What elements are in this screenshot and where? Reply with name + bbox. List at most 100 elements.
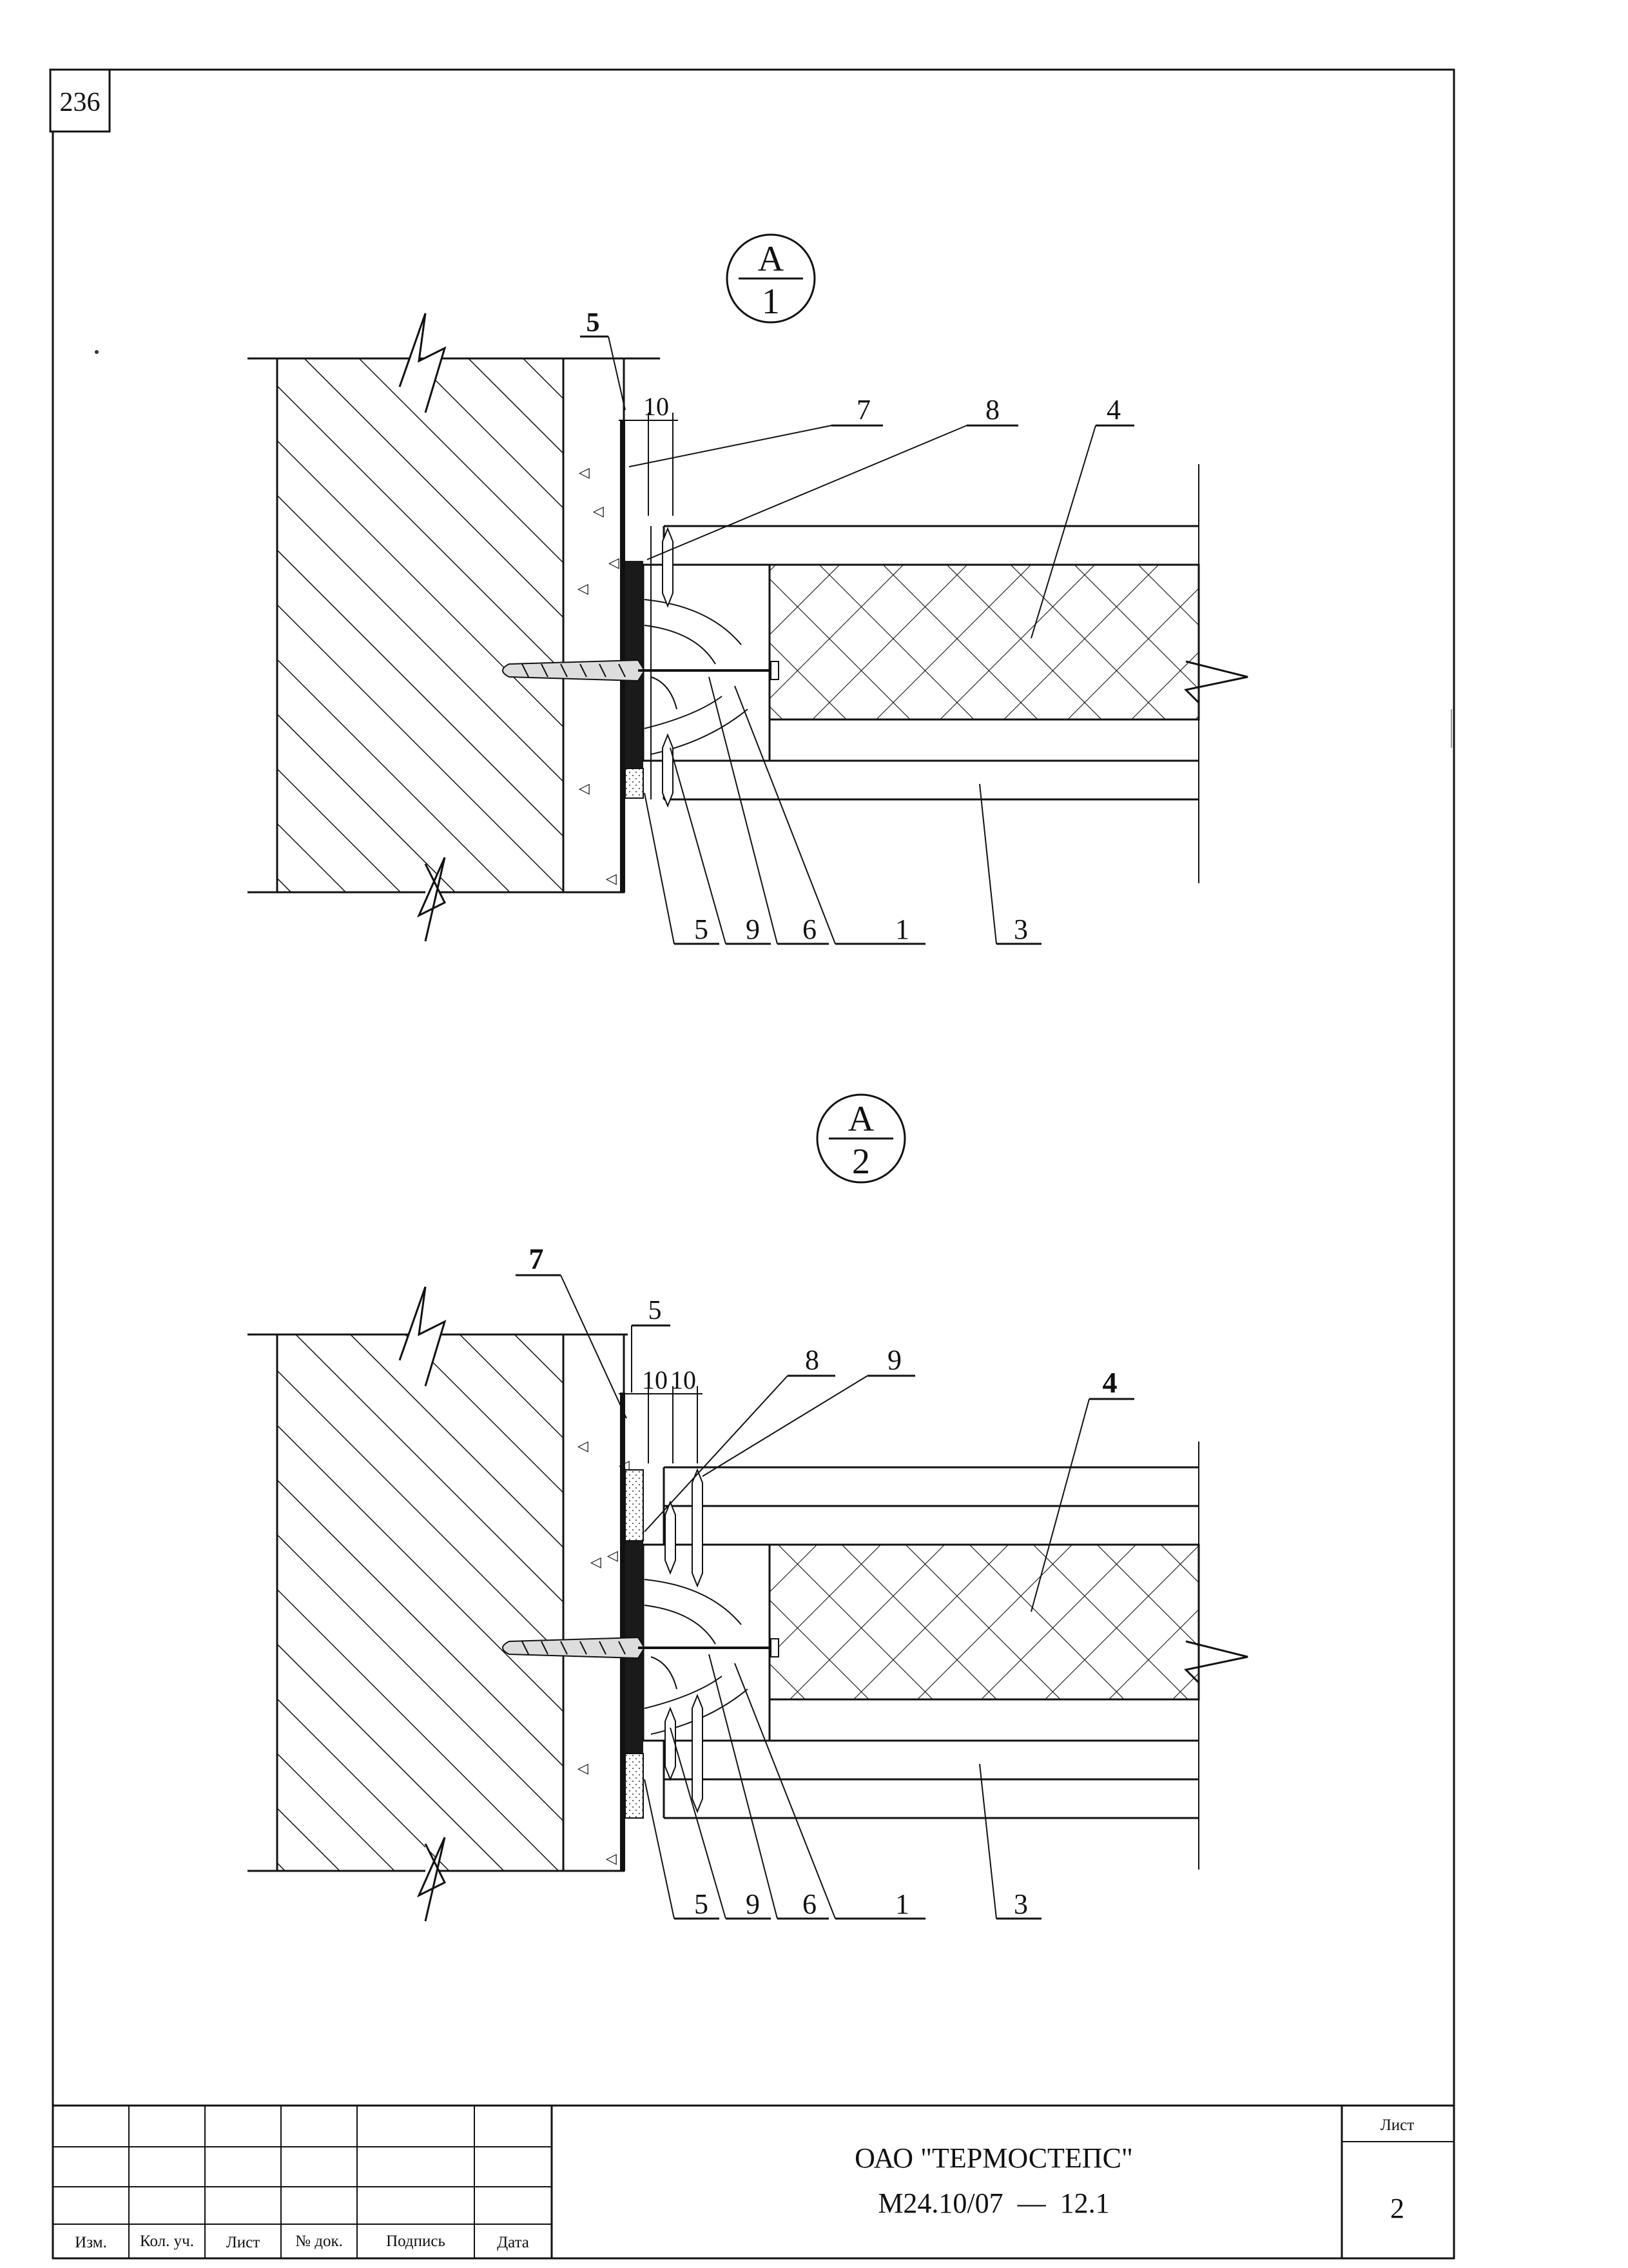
rev-header: Изм. xyxy=(75,2234,107,2251)
detail-marker-bottom: 1 xyxy=(762,282,780,322)
callout-label: 6 xyxy=(802,1888,817,1920)
callout-leader xyxy=(708,676,778,944)
detail-marker-bottom: 2 xyxy=(852,1142,870,1182)
callout-leader xyxy=(702,1375,868,1477)
anchor-head xyxy=(770,661,779,680)
aggregate-mark: ◁ xyxy=(577,580,588,596)
mineral-wool-strip xyxy=(625,768,644,799)
callout-leader xyxy=(1031,425,1096,639)
nail xyxy=(692,1468,703,1588)
detail-marker-a2 xyxy=(816,1093,906,1184)
detail-marker-top: A xyxy=(848,1099,875,1139)
scan-speck xyxy=(95,350,99,354)
wall-masonry xyxy=(276,1333,565,1872)
title-block-frame xyxy=(52,2104,1455,2260)
callout-label: 8 xyxy=(985,394,1000,425)
wall-masonry xyxy=(276,357,565,894)
aggregate-mark: ◁ xyxy=(577,1760,588,1776)
timber-grain xyxy=(644,599,742,710)
break-line-top xyxy=(398,313,447,413)
rev-header: Дата xyxy=(497,2234,529,2251)
callout-leader xyxy=(644,1779,675,1919)
dowel-anchor-ribs xyxy=(521,663,626,678)
callout-label: 5 xyxy=(586,308,600,338)
callout-label: 7 xyxy=(857,394,871,425)
callout-leader xyxy=(560,1275,627,1419)
sheet-number-box xyxy=(49,68,111,133)
callout-label: 1 xyxy=(895,914,909,945)
rev-header: № док. xyxy=(295,2233,343,2250)
callout-label: 9 xyxy=(746,1888,760,1920)
callout-row-bottom-a2: 5 9 6 1 3 xyxy=(644,1654,1042,1920)
callout-leader xyxy=(646,425,967,560)
rev-header: Подпись xyxy=(386,2233,445,2250)
callout-leader xyxy=(979,1763,997,1919)
membrane-layer xyxy=(620,420,625,892)
aggregate-mark: ◁ xyxy=(579,464,590,480)
detail-marker-top: A xyxy=(758,239,784,279)
break-line-bottom xyxy=(416,1837,447,1922)
callout-label: 9 xyxy=(887,1344,902,1376)
callout-label: 4 xyxy=(1107,394,1121,425)
timber-block xyxy=(642,563,771,762)
callout-leader xyxy=(708,1654,778,1919)
dowel-anchor-ribs xyxy=(521,1641,626,1655)
nail xyxy=(664,1706,676,1781)
callout-label: 3 xyxy=(1014,914,1028,945)
dowel-anchor xyxy=(502,659,646,682)
callout-leader xyxy=(628,425,832,467)
dimension-value: 10 xyxy=(642,1365,668,1394)
callout-label: 4 xyxy=(1103,1366,1118,1399)
panel-break-mark xyxy=(1183,1640,1248,1684)
callout-leader xyxy=(644,1375,788,1532)
callout-label: 3 xyxy=(1014,1888,1028,1920)
callout-label: 6 xyxy=(802,914,817,945)
callout-leader xyxy=(734,685,836,944)
aggregate-mark: ◁ xyxy=(606,1850,617,1866)
document-code: М24.10/07 — 12.1 xyxy=(878,2187,1109,2219)
callout-label: 5 xyxy=(694,914,708,945)
aggregate-mark: ◁ xyxy=(608,554,619,571)
callout-leader xyxy=(644,792,675,944)
aggregate-mark: ◁ xyxy=(606,870,617,886)
sheet-value: 2 xyxy=(1390,2193,1404,2224)
timber-block xyxy=(642,1543,771,1742)
break-line-top xyxy=(398,1286,447,1387)
callout-row-bottom-a1: 5 9 6 1 3 xyxy=(644,676,1042,945)
callout-leader xyxy=(670,1727,726,1919)
rev-header: Кол. уч. xyxy=(140,2233,194,2250)
callout-label: 1 xyxy=(895,1888,909,1920)
mineral-wool-strip xyxy=(625,1469,644,1541)
rev-header: Лист xyxy=(226,2234,260,2251)
callout-leader xyxy=(608,336,626,411)
callout-label: 7 xyxy=(529,1242,544,1275)
insulation-core xyxy=(768,563,1200,721)
aggregate-mark: ◁ xyxy=(607,1547,618,1563)
panel-break-mark xyxy=(1183,660,1248,704)
aggregate-mark: ◁ xyxy=(577,1438,588,1454)
callout-label: 5 xyxy=(648,1296,662,1325)
callout-leader xyxy=(734,1663,836,1919)
title-block: Изм. Кол. уч. Лист № док. Подпись Дата О… xyxy=(52,2104,1455,2260)
callout-leader xyxy=(670,747,726,944)
aggregate-mark: ◁ xyxy=(593,503,604,519)
aggregate-mark: ◁ xyxy=(579,780,590,796)
nail xyxy=(662,733,673,808)
plaster-layer xyxy=(562,1333,625,1872)
nail xyxy=(662,527,673,608)
callout-label: 5 xyxy=(694,1888,708,1920)
detail-a1: A 1 ◁ ◁ ◁ ◁ ◁ ◁ xyxy=(247,233,1248,945)
detail-marker-a1 xyxy=(726,233,816,324)
callout-label: 8 xyxy=(805,1344,819,1376)
dimension-value: 10 xyxy=(670,1365,696,1394)
dowel-anchor xyxy=(502,1636,646,1659)
insulation-core xyxy=(768,1543,1200,1701)
detail-a2: A 2 ◁ ◁ ◁ ◁ ◁ ◁ xyxy=(247,1093,1248,1922)
anchor-head xyxy=(770,1638,779,1657)
drawing-frame xyxy=(52,68,1455,2260)
aggregate-mark: ◁ xyxy=(590,1554,601,1570)
mineral-wool-strip xyxy=(625,1753,644,1819)
membrane-layer xyxy=(620,1393,625,1871)
timber-grain xyxy=(644,1579,742,1690)
